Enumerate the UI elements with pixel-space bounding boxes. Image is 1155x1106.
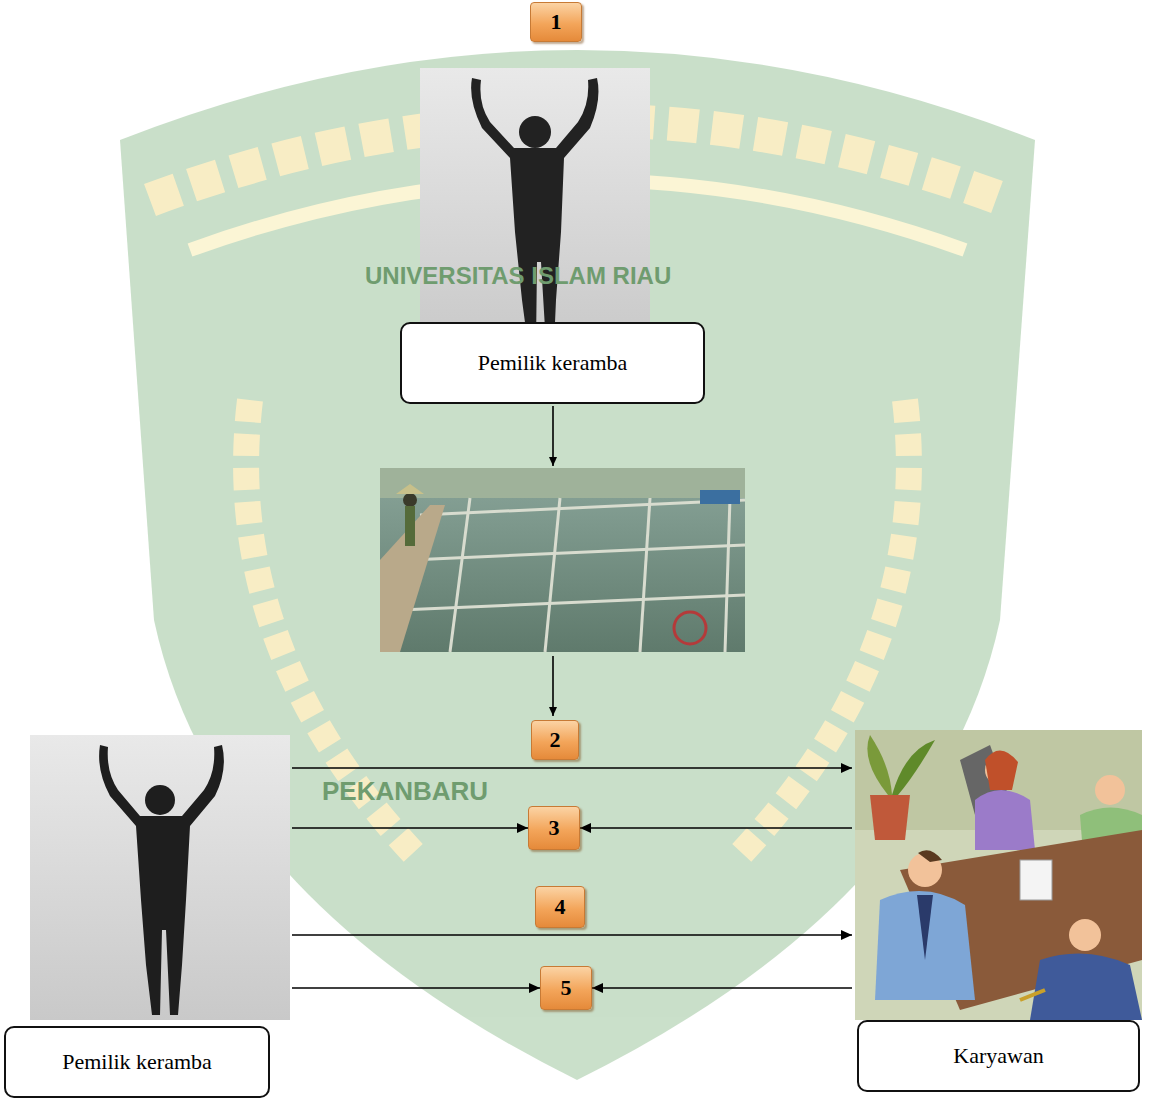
watermark-text: PEKANBARU [322,776,488,807]
label-box: Pemilik keramba [4,1026,270,1098]
callout-number-text: 1 [551,9,562,35]
flow-arrow [553,406,554,716]
label-box: Karyawan [857,1020,1140,1092]
callout-number: 1 [530,2,582,42]
flow-arrow [292,934,852,936]
silhouette-photo [30,735,290,1020]
flow-arrow [292,987,540,989]
silhouette-photo [420,68,650,345]
flow-arrow [592,987,852,989]
callout-number: 5 [540,966,592,1010]
callout-number: 3 [528,806,580,850]
callout-number-text: 5 [561,975,572,1001]
keramba-photo [380,468,745,652]
watermark-text: UNIVERSITAS ISLAM RIAU [365,262,671,290]
callout-number-text: 2 [550,727,561,753]
callout-number: 2 [531,720,579,760]
node-label: Pemilik keramba [62,1049,212,1075]
node-label: Pemilik keramba [478,350,628,376]
actor-node: Karyawan [852,730,1142,1100]
flow-arrow [580,827,852,829]
actor-node: Pemilik keramba [0,735,292,1104]
actor-box: Pemilik keramba [400,322,705,404]
node-label: Karyawan [953,1043,1043,1069]
flow-arrow [292,767,852,769]
office-meeting-clipart [855,730,1142,1020]
callout-number-text: 4 [555,894,566,920]
callout-number: 4 [535,886,585,928]
flow-arrow [292,827,528,829]
callout-number-text: 3 [549,815,560,841]
